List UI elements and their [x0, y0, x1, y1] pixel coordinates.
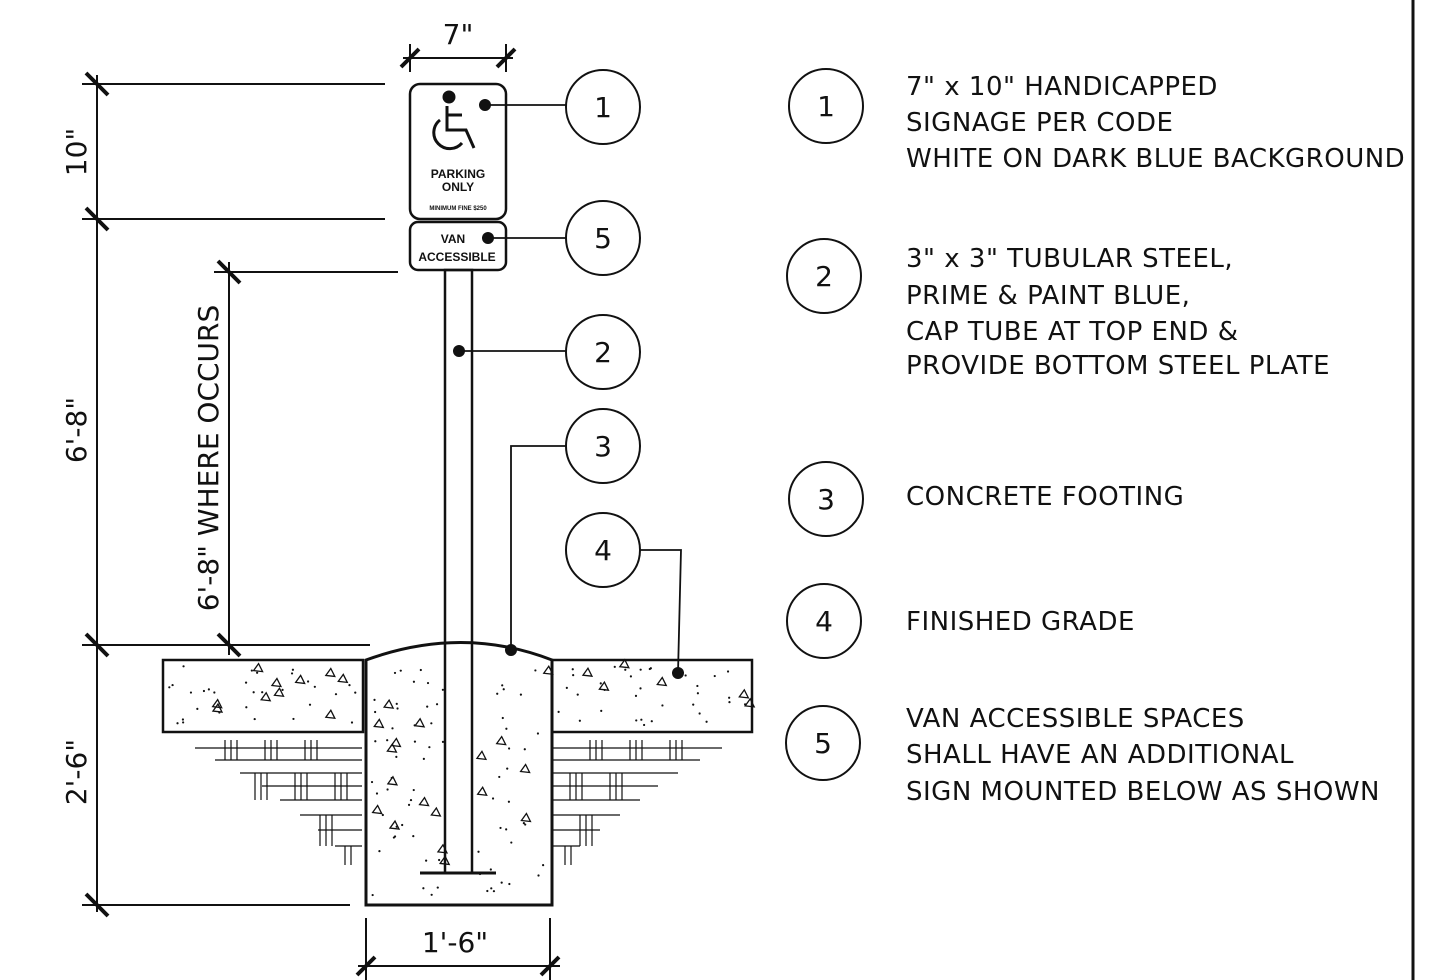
note-4-bubble	[786, 583, 862, 659]
note-2-line-1: 3" x 3" TUBULAR STEEL,	[906, 244, 1233, 274]
note-2-line-4: PROVIDE BOTTOM STEEL PLATE	[906, 351, 1330, 381]
van-accessible-sign: VAN ACCESSIBLE	[408, 220, 508, 272]
concrete-stipple	[168, 658, 756, 897]
note-5-line-1: VAN ACCESSIBLE SPACES	[906, 704, 1245, 734]
sign-fine-text: MINIMUM FINE $250	[429, 206, 487, 212]
handicapped-sign: PARKING ONLY MINIMUM FINE $250	[408, 82, 508, 221]
steel-post	[443, 268, 474, 875]
callout-bubble-5: 5	[565, 200, 641, 276]
leader-dots	[453, 99, 684, 679]
svg-text:1: 1	[594, 91, 612, 124]
dim-sign-height-label: 10"	[60, 128, 93, 177]
callout-bubble-4: 4	[565, 512, 641, 588]
dim-sign-width: 7"	[399, 18, 517, 72]
dim-van-sign-height: 6'-8" WHERE OCCURS	[192, 259, 398, 658]
note-1-line-1: 7" x 10" HANDICAPPED	[906, 72, 1218, 102]
svg-text:1: 1	[817, 90, 835, 123]
dim-footing-width: 1'-6"	[355, 918, 561, 980]
note-4-line-1: FINISHED GRADE	[906, 607, 1135, 637]
note-5-line-3: SIGN MOUNTED BELOW AS SHOWN	[906, 777, 1380, 807]
note-5: 5 VAN ACCESSIBLE SPACES SHALL HAVE AN AD…	[785, 704, 1380, 807]
svg-text:3: 3	[817, 483, 835, 516]
svg-text:2: 2	[815, 260, 833, 293]
leader-lines	[459, 104, 682, 674]
dim-van-sign-height-label: 6'-8" WHERE OCCURS	[192, 305, 225, 612]
note-3: 3 CONCRETE FOOTING	[788, 461, 1184, 537]
sign-parking-text: PARKING	[431, 167, 485, 181]
note-2-line-2: PRIME & PAINT BLUE,	[906, 281, 1190, 311]
note-2-bubble	[786, 238, 862, 314]
note-5-bubble	[785, 705, 861, 781]
callout-bubble-3: 3	[565, 408, 641, 484]
concrete-slab-left	[161, 658, 365, 734]
note-1: 1 7" x 10" HANDICAPPED SIGNAGE PER CODE …	[788, 68, 1405, 174]
note-5-line-2: SHALL HAVE AN ADDITIONAL	[906, 740, 1294, 770]
svg-text:4: 4	[815, 605, 833, 638]
callout-bubble-1: 1	[565, 69, 641, 145]
svg-text:5: 5	[814, 727, 832, 760]
van-sign-line2: ACCESSIBLE	[418, 250, 495, 264]
note-2-line-3: CAP TUBE AT TOP END &	[906, 317, 1238, 347]
note-3-line-1: CONCRETE FOOTING	[906, 482, 1184, 512]
sign-only-text: ONLY	[442, 180, 474, 194]
dim-vertical-chain: 10" 6'-8" 2'-6"	[60, 71, 385, 918]
svg-text:3: 3	[594, 430, 612, 463]
dim-footing-depth-label: 2'-6"	[60, 739, 93, 805]
earth-hatch-left	[195, 740, 362, 865]
note-2: 2 3" x 3" TUBULAR STEEL, PRIME & PAINT B…	[786, 238, 1330, 381]
concrete-footing	[364, 641, 554, 907]
svg-text:5: 5	[594, 222, 612, 255]
dim-footing-width-label: 1'-6"	[422, 926, 488, 959]
note-1-bubble	[788, 68, 864, 144]
svg-text:4: 4	[594, 534, 612, 567]
note-3-bubble	[788, 461, 864, 537]
svg-text:2: 2	[594, 336, 612, 369]
dim-sign-width-label: 7"	[443, 18, 474, 51]
note-4: 4 FINISHED GRADE	[786, 583, 1135, 659]
callout-bubble-2: 2	[565, 314, 641, 390]
van-sign-line1: VAN	[441, 232, 465, 246]
note-1-line-3: WHITE ON DARK BLUE BACKGROUND	[906, 144, 1405, 174]
earth-hatch-right	[552, 740, 722, 865]
note-1-line-2: SIGNAGE PER CODE	[906, 108, 1173, 138]
dim-post-height-label: 6'-8"	[60, 397, 93, 463]
wheelchair-icon	[432, 90, 476, 151]
